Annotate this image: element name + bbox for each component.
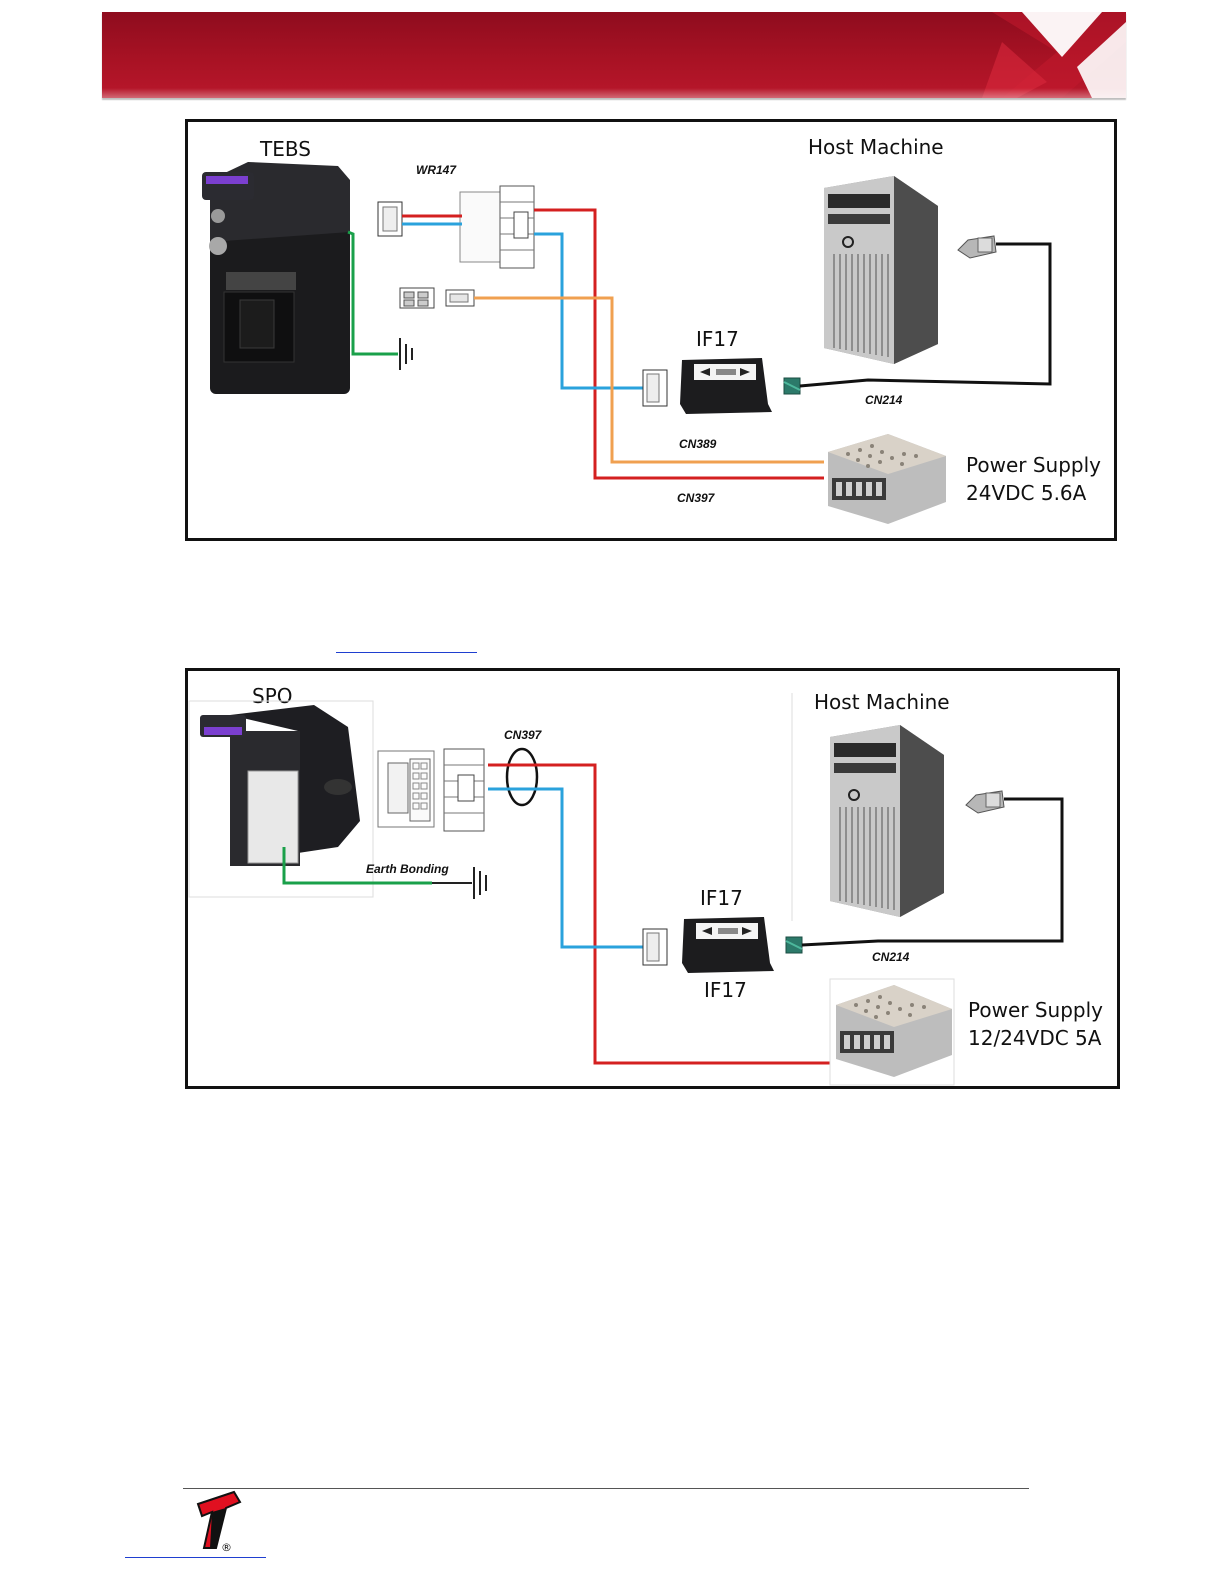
if17-interface-image bbox=[643, 358, 772, 414]
cn397-label-2: CN397 bbox=[504, 728, 543, 742]
spo-harness-connector-image bbox=[378, 749, 484, 831]
if17-label-1: IF17 bbox=[696, 327, 739, 351]
footer-link-underline[interactable] bbox=[125, 1557, 266, 1558]
cn214-label-1: CN214 bbox=[865, 393, 903, 407]
host-machine-label-1: Host Machine bbox=[808, 135, 944, 159]
usb-b-plug-icon-2 bbox=[786, 937, 802, 953]
wiring-diagram-spo: SPO bbox=[185, 668, 1120, 1089]
power-supply-image-2 bbox=[830, 979, 954, 1085]
tebs-label: TEBS bbox=[259, 137, 311, 161]
earth-bonding-label: Earth Bonding bbox=[366, 862, 449, 876]
cn214-label-2: CN214 bbox=[872, 950, 910, 964]
footer-rule bbox=[183, 1488, 1029, 1489]
wr147-label: WR147 bbox=[416, 163, 457, 177]
usb-b-plug-icon bbox=[784, 378, 800, 394]
power-connector-image bbox=[400, 288, 474, 308]
ferrite-ring-icon bbox=[507, 749, 537, 805]
if17-label-bottom: IF17 bbox=[704, 978, 747, 1002]
usb-a-plug-icon-2 bbox=[966, 791, 1004, 813]
wr147-connector-image bbox=[378, 186, 534, 268]
if17-label-top: IF17 bbox=[700, 886, 743, 910]
tebs-device-image bbox=[202, 162, 350, 394]
earth-ground-symbol-1 bbox=[400, 338, 412, 370]
spo-device-image bbox=[189, 701, 373, 897]
host-machine-tower-image bbox=[824, 176, 938, 364]
psu-line1-2: Power Supply bbox=[968, 998, 1103, 1022]
hyperlink-underline[interactable] bbox=[336, 652, 477, 653]
header-banner bbox=[102, 12, 1126, 98]
banner-cross-graphic bbox=[102, 12, 1126, 98]
psu-line2-2: 12/24VDC 5A bbox=[968, 1026, 1102, 1050]
wiring-diagram-tebs: TEBS WR147 bbox=[185, 119, 1117, 541]
spo-label: SPO bbox=[252, 684, 293, 708]
power-supply-image-1 bbox=[828, 434, 946, 524]
host-machine-tower-image-2 bbox=[830, 725, 944, 917]
usb-a-plug-icon bbox=[958, 236, 996, 258]
if17-interface-image-2 bbox=[643, 917, 774, 973]
cn397-label-1: CN397 bbox=[677, 491, 716, 505]
registered-mark: ® bbox=[221, 1541, 232, 1554]
psu-line2-1: 24VDC 5.6A bbox=[966, 481, 1087, 505]
psu-line1-1: Power Supply bbox=[966, 453, 1101, 477]
host-machine-label-2: Host Machine bbox=[814, 690, 950, 714]
cn389-label: CN389 bbox=[679, 437, 717, 451]
